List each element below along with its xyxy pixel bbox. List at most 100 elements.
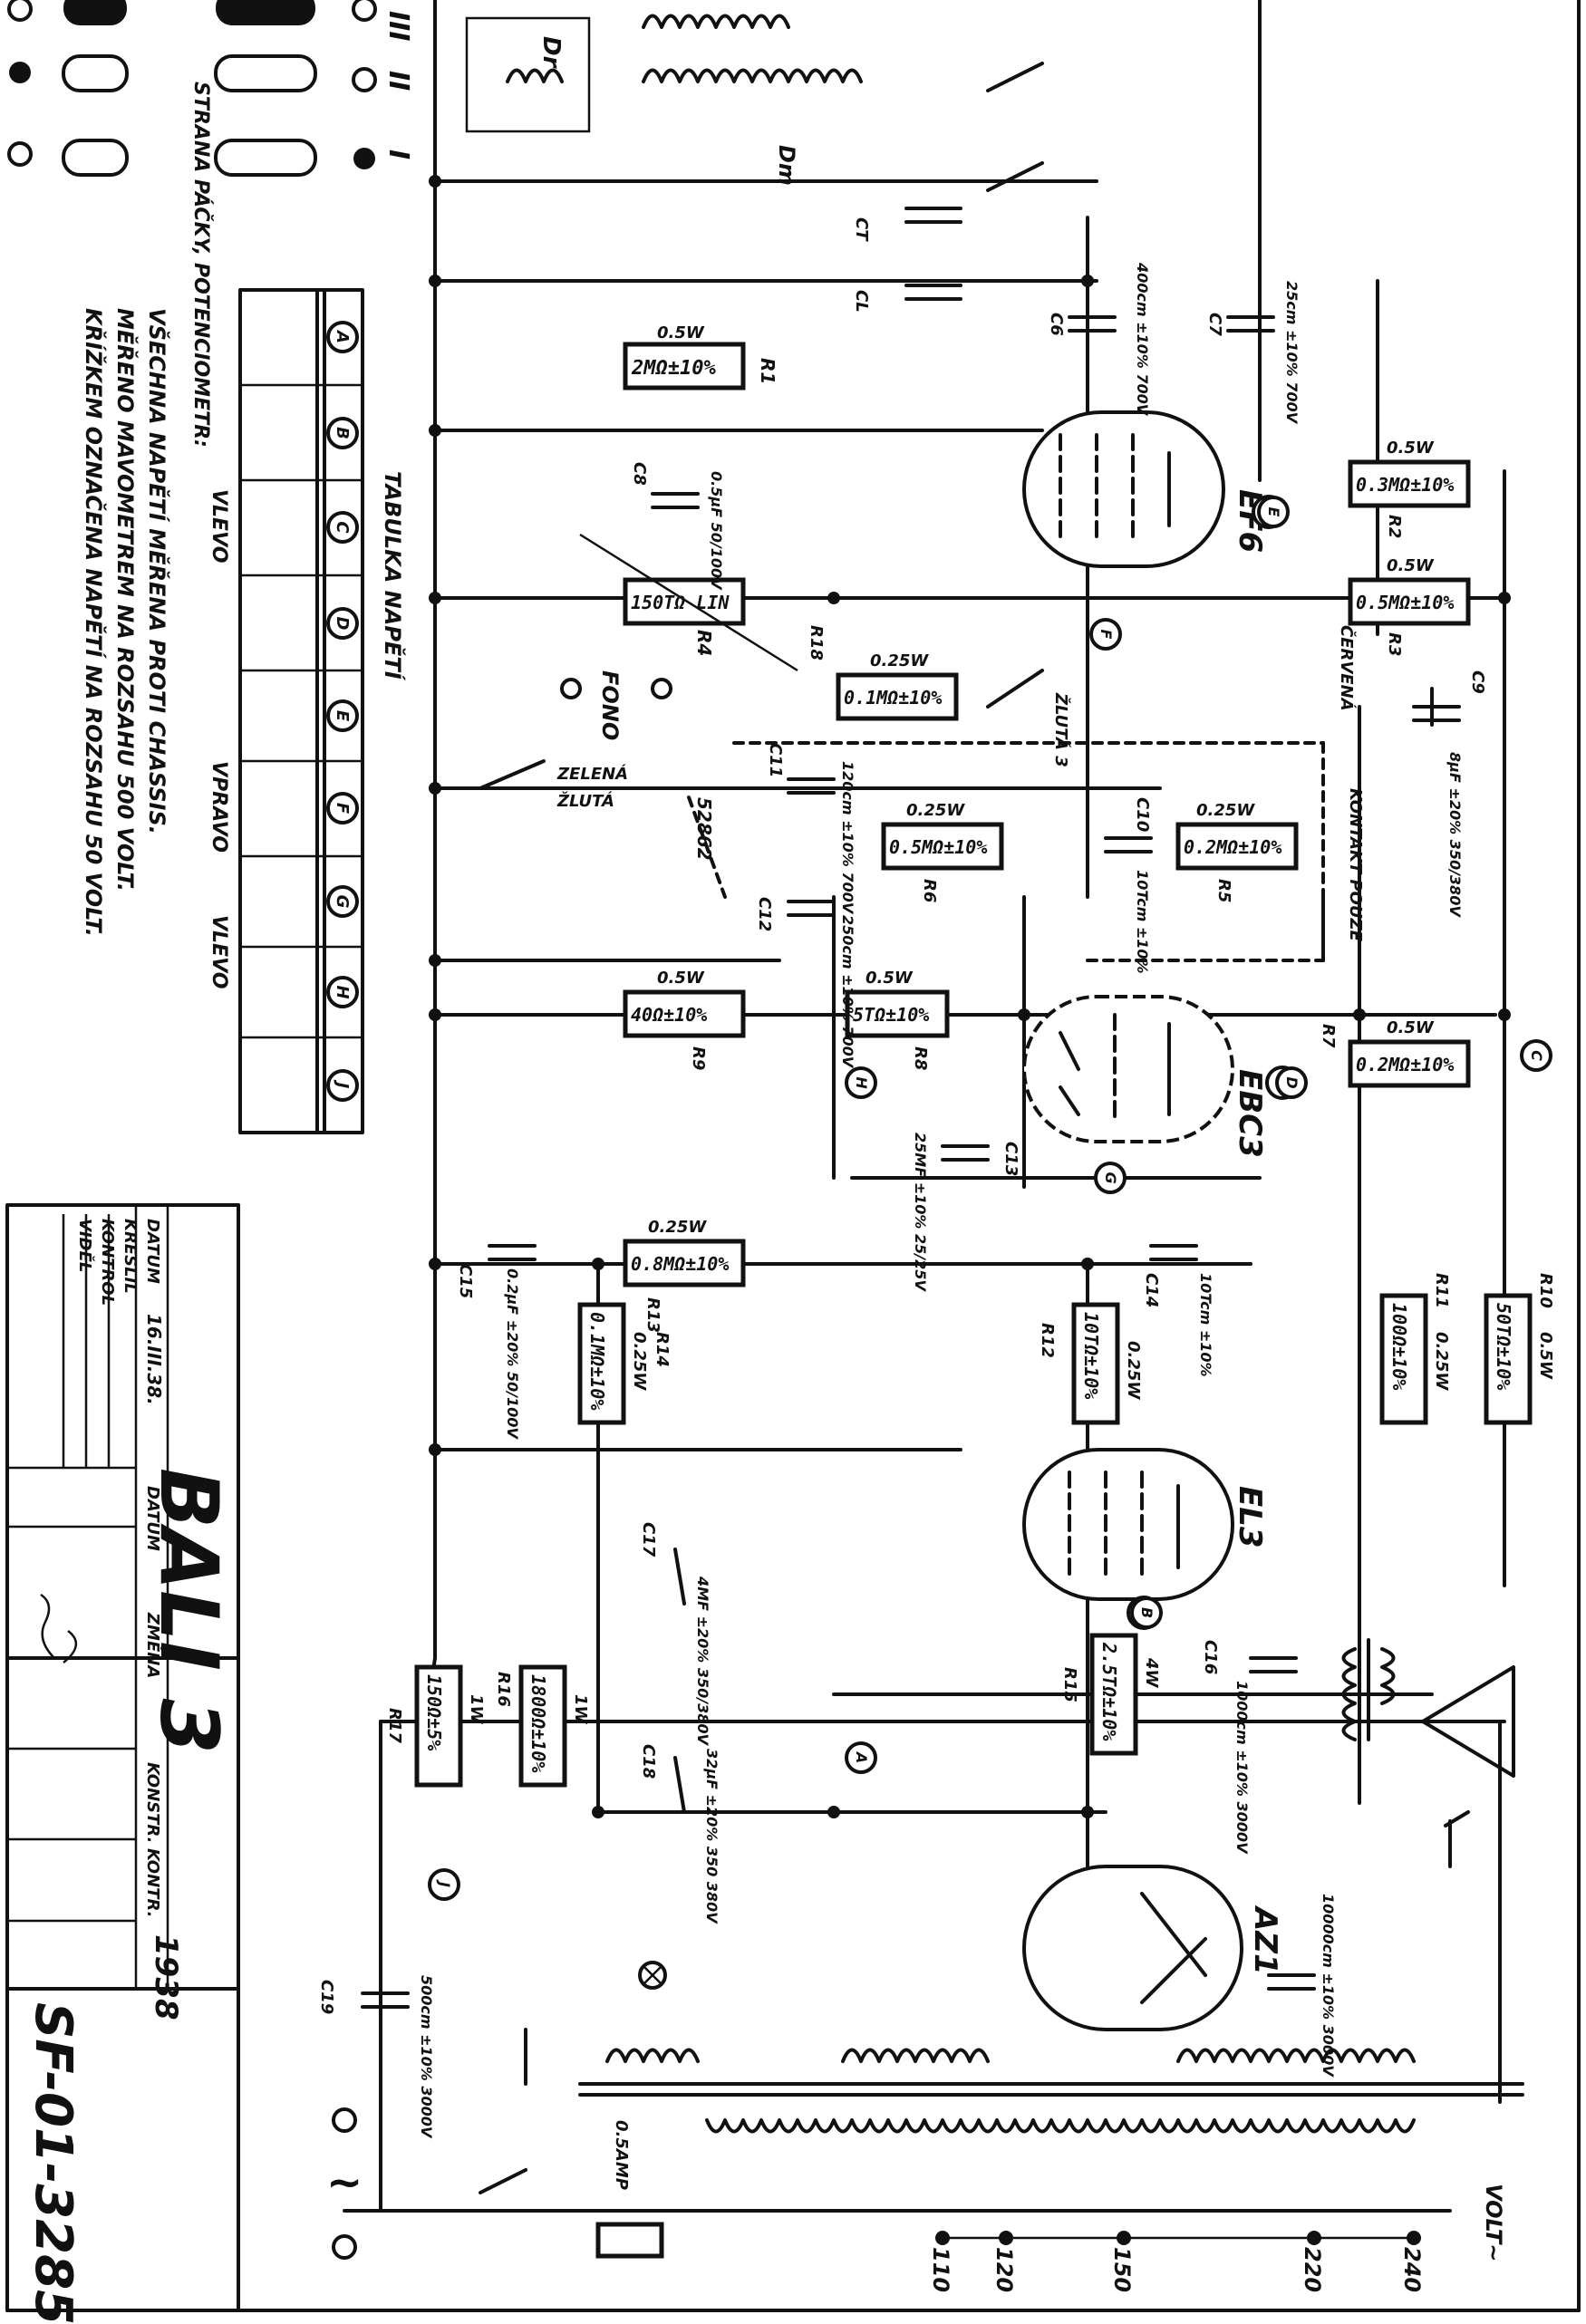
- potentiometer-r4: 150TΩ LIN R4: [579, 533, 798, 672]
- svg-text:F: F: [333, 803, 352, 815]
- capacitor-c14: C14 10Tcm ±10%: [1142, 1244, 1214, 1377]
- table-col-B: B: [326, 417, 359, 449]
- resistor-r13: 0.8MΩ±10% 0.25W R13: [623, 1218, 746, 1333]
- tb-drawing-no: SF-01-3285: [24, 2002, 82, 2324]
- tube-el3-label: EL3: [1232, 1486, 1268, 1548]
- tube-ebc3: EBC3: [1022, 995, 1300, 1158]
- switch-pos-2: II: [382, 71, 414, 91]
- svg-text:0.5MΩ±10%: 0.5MΩ±10%: [1356, 592, 1454, 613]
- svg-text:25cm ±10% 700V: 25cm ±10% 700V: [1283, 281, 1301, 425]
- test-points: A B C D E F G H J: [428, 496, 1552, 1901]
- table-col-A: A: [326, 321, 359, 353]
- svg-text:R13: R13: [643, 1297, 662, 1333]
- tube-ef6: EF6: [1022, 410, 1286, 568]
- svg-text:40Ω±10%: 40Ω±10%: [631, 1004, 707, 1026]
- svg-text:0.25W: 0.25W: [906, 801, 965, 820]
- svg-text:0.5W: 0.5W: [1387, 439, 1435, 458]
- table-left2-label: VLEVO: [208, 915, 230, 988]
- svg-text:R8: R8: [911, 1046, 930, 1070]
- svg-text:C9: C9: [1468, 670, 1487, 694]
- svg-text:R6: R6: [920, 879, 939, 902]
- svg-text:J: J: [436, 1879, 453, 1887]
- wave-switch: ZELENÁ ŽLUTÁ ŽLUTÁ 3 ČERVENÁ KONTAKT POU…: [479, 625, 1365, 942]
- svg-text:R15: R15: [1060, 1667, 1079, 1702]
- tap-150: 150: [1109, 2247, 1135, 2292]
- side-label: STRANA PÁČKY, POTENCIOMETR:: [189, 82, 213, 448]
- svg-text:H: H: [333, 985, 352, 998]
- svg-text:R16: R16: [494, 1672, 513, 1707]
- tb-datum: DATUM: [143, 1219, 162, 1284]
- svg-text:R11: R11: [1432, 1273, 1451, 1308]
- table-col-E: E: [326, 699, 359, 732]
- svg-text:0.5W: 0.5W: [657, 969, 705, 988]
- capacitor-c16: C16 1000cm ±10% 3000V: [1201, 1640, 1298, 1855]
- svg-text:0.25W: 0.25W: [1124, 1341, 1143, 1400]
- mains-taps: 110 120 150 220 240 VOLT~: [928, 2184, 1506, 2292]
- svg-text:E: E: [333, 710, 352, 722]
- svg-text:120cm ±10% 700V: 120cm ±10% 700V: [839, 761, 856, 915]
- svg-text:R5: R5: [1214, 879, 1233, 902]
- svg-text:0.25W: 0.25W: [630, 1332, 649, 1391]
- svg-text:500cm ±10% 3000V: 500cm ±10% 3000V: [418, 1975, 435, 2139]
- tap-120: 120: [991, 2247, 1017, 2292]
- svg-text:R3: R3: [1385, 632, 1404, 656]
- fuse-label: 0.5AMP: [612, 2120, 631, 2190]
- svg-text:C12: C12: [755, 897, 774, 931]
- svg-text:50TΩ±10%: 50TΩ±10%: [1493, 1303, 1514, 1390]
- resistor-r12: 10TΩ±10% 0.25W R12: [1038, 1302, 1143, 1425]
- svg-text:C: C: [1528, 1050, 1545, 1061]
- svg-text:D: D: [333, 617, 352, 631]
- svg-text:0.5MΩ±10%: 0.5MΩ±10%: [889, 836, 987, 858]
- resistor-r14: 0.1MΩ±10% 0.25W R14: [577, 1302, 672, 1425]
- tb-col-kontr: KONTR.: [143, 1848, 162, 1917]
- table-col-G: G: [326, 885, 359, 918]
- svg-text:C6: C6: [1047, 313, 1066, 336]
- capacitor-c19: C19 500cm ±10% 3000V: [317, 1975, 435, 2139]
- svg-text:C10: C10: [1133, 797, 1152, 832]
- svg-text:1800Ω±10%: 1800Ω±10%: [527, 1674, 549, 1772]
- svg-text:100Ω±10%: 100Ω±10%: [1388, 1303, 1410, 1390]
- svg-text:0.25W: 0.25W: [870, 651, 929, 670]
- svg-text:C15: C15: [456, 1264, 475, 1298]
- svg-text:C13: C13: [1001, 1142, 1020, 1176]
- svg-text:C16: C16: [1201, 1640, 1220, 1674]
- svg-text:R4: R4: [693, 630, 715, 656]
- svg-text:0.1MΩ±10%: 0.1MΩ±10%: [586, 1312, 608, 1410]
- svg-text:1000cm ±10% 3000V: 1000cm ±10% 3000V: [1233, 1681, 1251, 1855]
- svg-text:C: C: [333, 521, 352, 534]
- tb-model: BALI 3: [142, 1468, 236, 1754]
- label-zluta3: ŽLUTÁ 3: [1051, 692, 1071, 767]
- fono-input: FONO: [560, 670, 672, 740]
- svg-text:10TΩ±10%: 10TΩ±10%: [1080, 1312, 1102, 1399]
- table-right-label: VPRAVO: [208, 761, 230, 853]
- resistor-r9: 40Ω±10% 0.5W R9: [623, 969, 746, 1070]
- svg-text:150Ω±5%: 150Ω±5%: [423, 1674, 445, 1750]
- capacitor-c9: C9 8μF ±20% 350/380V: [1412, 670, 1487, 918]
- svg-text:0.1MΩ±10%: 0.1MΩ±10%: [844, 687, 942, 709]
- power-transformer: [578, 1961, 1524, 2134]
- tube-az1-label: AZ1: [1247, 1905, 1283, 1975]
- label-volt: VOLT~: [1481, 2184, 1506, 2261]
- note-2: MĚŘENO MAVOMETREM NA ROZSAHU 500 VOLT.: [112, 308, 140, 892]
- tb-col-konstr: KONSTR.: [143, 1762, 162, 1843]
- resistor-r17: 150Ω±5% 1W R17: [385, 1664, 486, 1788]
- svg-text:R7: R7: [1319, 1024, 1338, 1048]
- rf-coils: Dr Dm: [465, 14, 1044, 192]
- svg-text:R17: R17: [385, 1708, 404, 1743]
- svg-text:D: D: [1283, 1076, 1301, 1088]
- svg-text:0.2MΩ±10%: 0.2MΩ±10%: [1184, 836, 1281, 858]
- svg-text:0.25W: 0.25W: [1196, 801, 1255, 820]
- tb-date-value: 16.III.38.: [143, 1314, 165, 1405]
- resistor-r1: 2MΩ±10% 0.5W R1: [623, 323, 778, 391]
- svg-text:0.5W: 0.5W: [1387, 1018, 1435, 1037]
- svg-text:CT: CT: [852, 217, 871, 242]
- junction-dots: [429, 175, 1511, 1818]
- svg-text:0.3MΩ±10%: 0.3MΩ±10%: [1356, 474, 1454, 496]
- svg-text:10Tcm ±10%: 10Tcm ±10%: [1197, 1273, 1214, 1377]
- switch-pos-1: I: [382, 149, 414, 159]
- svg-text:G: G: [1102, 1172, 1119, 1183]
- svg-text:0.5W: 0.5W: [1536, 1332, 1555, 1380]
- svg-text:CL: CL: [852, 290, 871, 313]
- svg-text:8μF ±20% 350/380V: 8μF ±20% 350/380V: [1446, 752, 1464, 918]
